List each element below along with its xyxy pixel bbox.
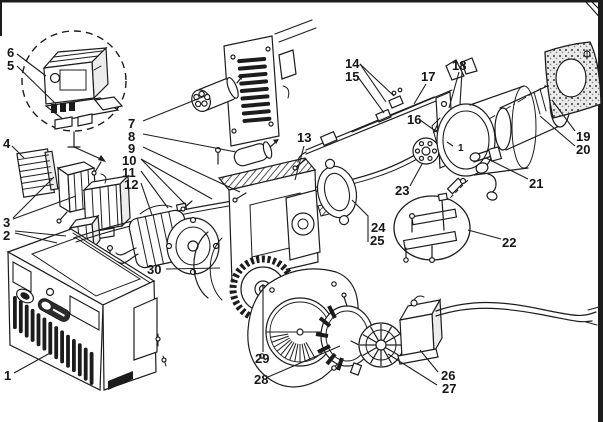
coupling-flange xyxy=(412,137,440,165)
callout-22: 22 xyxy=(502,235,516,250)
callout-1: 1 xyxy=(4,368,11,383)
callout-3: 3 xyxy=(3,215,10,230)
ignition-coil-cylinder xyxy=(191,74,244,112)
callout-9: 9 xyxy=(128,141,135,156)
callout-2: 2 xyxy=(3,228,10,243)
capacitor xyxy=(233,139,279,167)
callouts: 1 2 3 4 5 6 7 8 9 10 11 12 13 14 15 xyxy=(3,45,590,396)
vented-mounting-plate xyxy=(223,19,317,147)
callout-28: 28 xyxy=(254,372,268,387)
callout-12: 12 xyxy=(124,177,138,192)
oil-pump xyxy=(285,158,358,261)
callout-18: 18 xyxy=(452,58,466,73)
callout-10: 10 xyxy=(122,153,136,168)
brand-badge xyxy=(37,298,71,322)
connector-fin-block xyxy=(16,148,59,198)
callout-20: 20 xyxy=(576,142,590,157)
motor xyxy=(115,209,220,276)
callout-23: 23 xyxy=(395,183,409,198)
callout-7: 7 xyxy=(128,116,135,131)
washer-chain xyxy=(447,152,498,201)
callout-8: 8 xyxy=(128,129,135,144)
burner-tube-housing xyxy=(431,56,595,201)
callout-15: 15 xyxy=(345,69,359,84)
callout-14: 14 xyxy=(345,56,360,71)
callout-16: 16 xyxy=(407,112,421,127)
control-box-detail-circle xyxy=(21,30,127,162)
cover-slots xyxy=(13,296,94,385)
callout-27: 27 xyxy=(442,381,456,396)
callout-11: 11 xyxy=(122,165,136,180)
control-box-base xyxy=(44,96,124,130)
screw-icon xyxy=(180,147,307,212)
callout-17: 17 xyxy=(421,69,435,84)
callout-19: 19 xyxy=(576,129,590,144)
callout-25: 25 xyxy=(370,233,384,248)
callout-5: 5 xyxy=(7,58,14,73)
callout-4: 4 xyxy=(3,136,11,151)
power-wires xyxy=(435,301,600,326)
control-box xyxy=(42,46,109,105)
callout-21: 21 xyxy=(529,176,543,191)
burner-cover xyxy=(6,228,167,391)
screw-icon xyxy=(155,333,167,367)
screw-icon xyxy=(91,161,107,184)
screw-icon xyxy=(56,211,68,224)
callout-29: 29 xyxy=(255,351,269,366)
callout-24: 24 xyxy=(371,220,386,235)
nozzle-detail-circle xyxy=(393,177,471,264)
callout-6: 6 xyxy=(7,45,14,60)
part-face-mark-1: 1 xyxy=(458,143,464,154)
callout-30: 30 xyxy=(147,262,161,277)
mounting-gasket xyxy=(544,41,602,119)
ignition-transformer xyxy=(397,295,600,365)
callout-26: 26 xyxy=(441,368,455,383)
callout-13: 13 xyxy=(297,130,311,145)
